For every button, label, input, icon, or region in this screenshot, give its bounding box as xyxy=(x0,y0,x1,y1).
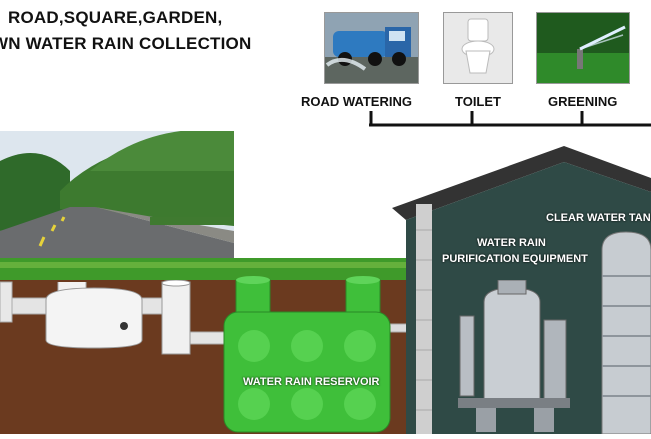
diagram-title-line-2: WN WATER RAIN COLLECTION xyxy=(0,34,252,53)
clear-water-tank-label: CLEAR WATER TAN xyxy=(546,212,651,224)
diagram-title-line-1: ROAD,SQUARE,GARDEN, xyxy=(8,8,223,27)
purification-label-line-1: WATER RAIN xyxy=(477,237,546,249)
sediment-filter-tank xyxy=(44,279,144,357)
sprinkler-icon xyxy=(537,13,629,83)
road-watering-photo xyxy=(324,12,419,84)
road-photo xyxy=(0,131,234,261)
water-rain-reservoir xyxy=(222,276,392,439)
house-roof xyxy=(392,146,651,220)
toilet-icon xyxy=(444,13,512,83)
toilet-label: TOILET xyxy=(455,94,501,109)
purification-equipment xyxy=(456,279,576,439)
road-watering-label: ROAD WATERING xyxy=(301,94,412,109)
greening-label: GREENING xyxy=(548,94,618,109)
purification-label-line-2: PURIFICATION EQUIPMENT xyxy=(442,253,588,265)
reservoir-label: WATER RAIN RESERVOIR xyxy=(243,376,380,388)
toilet-photo xyxy=(443,12,513,84)
greening-photo xyxy=(536,12,630,84)
overflow-well xyxy=(160,279,192,360)
water-truck-icon xyxy=(325,13,418,83)
clear-water-tank xyxy=(598,226,651,439)
